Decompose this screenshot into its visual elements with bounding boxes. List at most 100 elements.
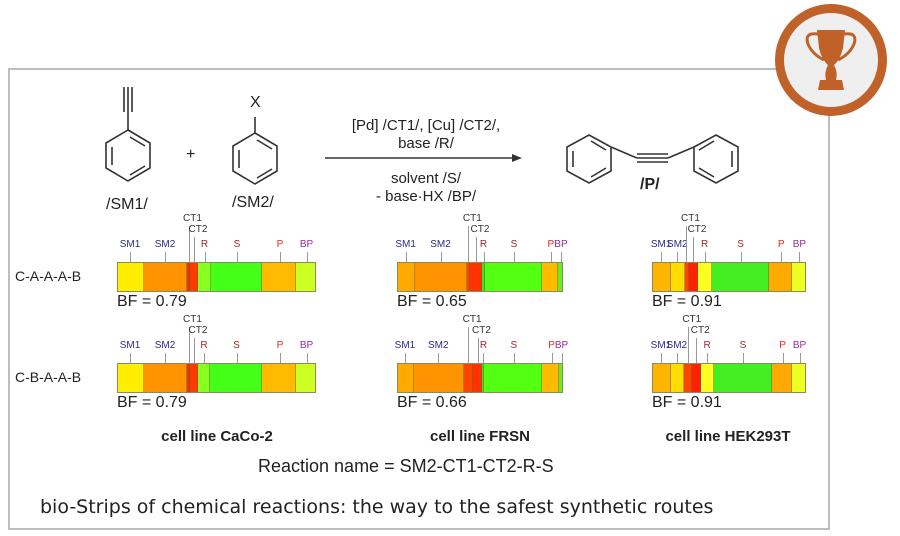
strip-tick — [280, 353, 281, 363]
strip-segment-r — [198, 263, 212, 291]
product-diphenylacetylene — [566, 134, 739, 184]
strip-tick — [560, 252, 562, 262]
strip-tick — [676, 353, 678, 363]
strip-segment-p — [542, 364, 559, 392]
bio-strip-caco-2-row1 — [117, 262, 316, 292]
bf-score: BF = 0.79 — [117, 293, 187, 310]
strip-tick — [194, 237, 195, 262]
strip-tick — [781, 252, 783, 262]
strip-label-s: S — [737, 239, 744, 250]
strip-tick — [704, 252, 706, 262]
strip-label-ct2: CT2 — [472, 325, 491, 336]
strip-label-s: S — [739, 340, 747, 351]
strip-segment-p — [771, 364, 793, 392]
strip-segment-s — [211, 263, 263, 291]
strip-segment-ct1 — [187, 364, 191, 392]
reaction-scheme — [105, 87, 739, 185]
strip-tick — [513, 252, 515, 262]
sm2-benzene-ring — [232, 117, 278, 185]
condition-solvent: solvent /S/ — [390, 170, 462, 187]
strip-label-ct1: CT1 — [183, 213, 202, 224]
strip-label-sm1: SM1 — [395, 239, 416, 250]
strip-tick — [130, 353, 131, 363]
strip-tick — [707, 353, 709, 363]
strip-segment-p — [262, 263, 297, 291]
strip-label-sm2: SM2 — [667, 239, 688, 250]
strip-label-p: P — [276, 340, 284, 351]
strip-tick — [696, 338, 698, 363]
strip-label-ct1: CT1 — [680, 213, 700, 224]
strip-tick — [204, 353, 205, 363]
strip-tick — [468, 327, 470, 363]
strip-tick — [468, 226, 470, 262]
strip-segment-ct1 — [187, 263, 191, 291]
bf-score: BF = 0.91 — [652, 293, 722, 310]
row-label-2: C-B-A-A-B — [15, 369, 82, 385]
strip-tick — [561, 353, 563, 363]
strip-tick — [742, 353, 744, 363]
strip-label-bp: BP — [299, 239, 314, 250]
sm2-label: /SM2/ — [232, 194, 274, 211]
strip-segment-s — [484, 364, 543, 392]
bio-strip-hek293t-row2 — [652, 363, 806, 393]
strip-tick — [799, 252, 801, 262]
strip-segment-bp — [557, 263, 562, 291]
sm1-label: /SM1/ — [106, 196, 148, 213]
strip-segment-ct2 — [190, 263, 199, 291]
strip-label-s: S — [233, 239, 241, 250]
strip-segment-ct1 — [463, 364, 473, 392]
strip-tick — [686, 226, 688, 262]
strip-label-bp: BP — [554, 340, 569, 351]
figure-frame — [8, 68, 830, 530]
bf-score: BF = 0.91 — [652, 394, 722, 411]
condition-catalysts: [Pd] /CT1/, [Cu] /CT2/, — [351, 117, 501, 134]
strip-tick — [693, 237, 695, 262]
strip-segment-s — [713, 364, 772, 392]
strip-tick — [188, 226, 190, 262]
strip-tick — [513, 353, 515, 363]
strip-label-ct2: CT2 — [470, 224, 490, 235]
strip-label-ct2: CT2 — [188, 224, 208, 235]
strip-tick — [194, 338, 195, 363]
condition-byproduct: - base·HX /BP/ — [375, 188, 477, 205]
strip-label-bp: BP — [299, 340, 314, 351]
cell-line-frsn: cell line FRSN — [429, 428, 531, 445]
strip-label-r: R — [200, 239, 209, 250]
strip-tick — [799, 353, 801, 363]
strip-label-sm1: SM1 — [119, 239, 141, 250]
strip-label-bp: BP — [792, 239, 807, 250]
bio-strip-frsn-row2 — [397, 363, 563, 393]
strip-segment-bp — [792, 263, 805, 291]
strip-label-bp: BP — [554, 239, 568, 250]
strip-segment-ct2 — [190, 364, 199, 392]
reaction-name: Reaction name = SM2-CT1-CT2-R-S — [258, 456, 554, 476]
plus-sign: + — [186, 146, 196, 163]
strip-tick — [405, 252, 407, 262]
bf-score: BF = 0.66 — [397, 394, 467, 411]
strip-tick — [483, 252, 485, 262]
cell-line-caco2: cell line CaCo-2 — [161, 428, 273, 445]
strip-label-sm2: SM2 — [666, 340, 688, 351]
product-label: /P/ — [640, 176, 660, 193]
strip-segment-bp — [296, 364, 315, 392]
strip-segment-ct2 — [689, 263, 698, 291]
strip-tick — [551, 353, 553, 363]
strip-label-ct2: CT2 — [687, 224, 707, 235]
strip-label-r: R — [200, 340, 208, 351]
strip-tick — [188, 327, 190, 363]
strip-label-ct2: CT2 — [188, 325, 208, 336]
strip-segment-p — [262, 364, 297, 392]
strip-segment-sm2 — [671, 263, 685, 291]
strip-tick — [165, 252, 166, 262]
strip-tick — [475, 237, 477, 262]
strip-label-r: R — [701, 239, 709, 250]
bf-score: BF = 0.79 — [117, 394, 187, 411]
sm1-benzene-ring — [105, 87, 151, 182]
strip-tick — [130, 252, 131, 262]
strip-segment-r — [198, 364, 211, 392]
strip-segment-p — [541, 263, 558, 291]
strip-label-p: P — [548, 340, 555, 351]
strip-label-ct1: CT1 — [183, 314, 202, 325]
strip-label-ct1: CT1 — [462, 213, 482, 224]
strip-segment-sm2 — [143, 364, 188, 392]
